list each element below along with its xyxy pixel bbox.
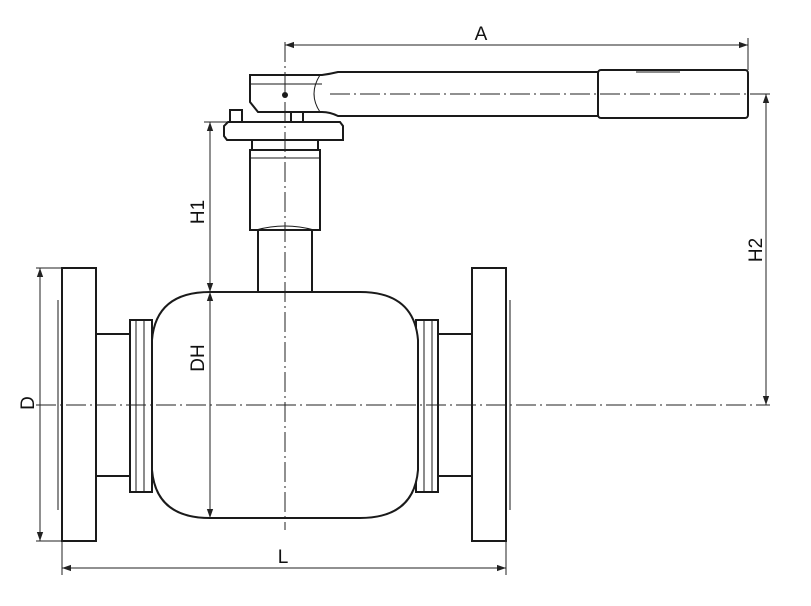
dimension-label-h1: H1 <box>188 200 209 224</box>
dimension-label-h2: H2 <box>746 238 767 262</box>
dimension-label-dh: DH <box>188 344 209 371</box>
dimension-label-l: L <box>278 547 289 568</box>
dimension-label-d: D <box>18 396 39 410</box>
dimension-lines <box>36 38 770 575</box>
center-lines <box>36 42 770 530</box>
dimension-label-a: A <box>475 24 488 45</box>
stem-assembly <box>223 109 344 293</box>
